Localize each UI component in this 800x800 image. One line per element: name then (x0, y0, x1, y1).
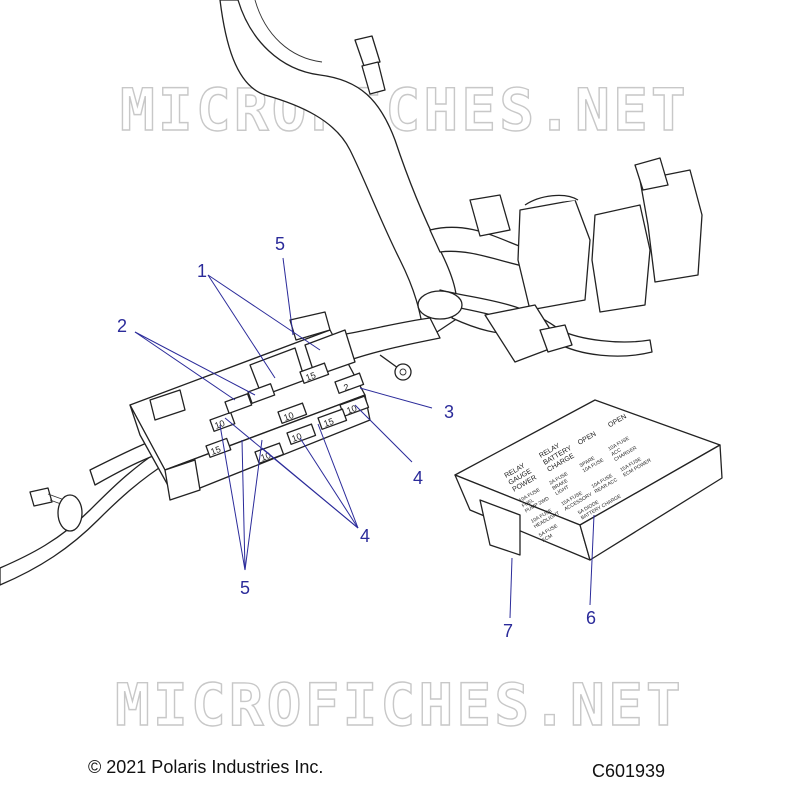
fuse-cover-side (579, 444, 723, 561)
relay-connector-1 (517, 199, 591, 311)
relay-connector-2 (591, 204, 651, 313)
watermark-top: MICROFICHES.NET (120, 76, 689, 144)
harness-connector-top-body (361, 61, 386, 95)
leader-5a (219, 424, 246, 571)
fuse-rating-7: 15 (322, 416, 335, 429)
fuse-rating-3: 10 (282, 410, 295, 423)
leader-2b (134, 331, 256, 396)
callout-7: 7 (503, 621, 513, 641)
leader-7 (509, 557, 513, 619)
callout-3: 3 (444, 402, 454, 422)
leader-1b (207, 274, 321, 351)
callout-1: 1 (197, 261, 207, 281)
fuse-6 (254, 442, 285, 464)
leader-5c (244, 439, 263, 571)
ring-lead (379, 354, 399, 369)
harness-clamp (417, 290, 463, 320)
fuse-cover-latch (479, 499, 521, 556)
watermark-bottom: MICROFICHES.NET (115, 671, 684, 739)
fuse-feed (339, 317, 441, 361)
callout-leaders (134, 257, 595, 619)
leader-2a (134, 331, 236, 401)
ring-terminal-hole (399, 368, 407, 376)
fuse-1 (334, 372, 365, 394)
fuse-rating-2: 10 (345, 403, 358, 416)
fuse-rating-5: 10 (290, 431, 303, 444)
fuse-rating-1: 2 (342, 382, 350, 393)
fuse-rating-9: 15 (209, 444, 222, 457)
fuse-8 (209, 411, 236, 432)
leader-4c (299, 437, 359, 529)
mount-tab-front (164, 459, 201, 501)
leader-3 (359, 387, 433, 409)
callout-5-top: 5 (275, 234, 285, 254)
callout-6: 6 (586, 608, 596, 628)
fuse-rating-4: 15 (304, 370, 317, 383)
figure-id: C601939 (592, 761, 666, 781)
callout-5-bottom: 5 (240, 578, 250, 598)
fuse-5 (286, 423, 317, 445)
harness-connector-mid-plug (539, 324, 573, 353)
leader-6 (589, 514, 595, 606)
fuse-cover: RELAY GAUGE POWER RELAY BATTERY CHARGE O… (454, 399, 723, 561)
relay-connectors (469, 157, 703, 363)
leader-4b (261, 447, 359, 529)
grommet (57, 494, 83, 532)
relay-connector-3 (639, 169, 703, 283)
leader-4-right (354, 404, 413, 463)
copyright-notice: © 2021 Polaris Industries Inc. (88, 757, 324, 777)
decal-line-5b: FUEL (521, 498, 535, 510)
fuse-rating-8: 10 (213, 418, 226, 431)
leader-1a (207, 274, 276, 379)
fuse-4 (299, 362, 330, 384)
relay-connector-3-tab (634, 157, 669, 191)
trunk-edge (254, 0, 323, 63)
diode-2 (247, 383, 276, 404)
callout-4-right: 4 (413, 468, 423, 488)
decal-line-13b: ECM (541, 533, 554, 544)
callout-4-bottom: 4 (360, 526, 370, 546)
leader-5-top (282, 257, 294, 336)
fuse-3 (277, 402, 308, 424)
fuse-block: 2 10 10 15 10 10 15 10 15 (129, 311, 371, 501)
leader-4d (317, 423, 359, 529)
fuse-9 (205, 437, 232, 458)
fuse-block-latch (289, 311, 331, 341)
main-trunk (219, 0, 458, 341)
relay-socket-2 (304, 329, 356, 377)
relay-connector-1-cap (524, 194, 579, 206)
diode-1 (224, 393, 253, 414)
bolt-head (29, 487, 53, 507)
leader-5b (241, 439, 246, 571)
decal-line-8b: ACC (610, 447, 622, 458)
callout-2: 2 (117, 316, 127, 336)
fuse-7 (317, 408, 348, 430)
callout-labels: 1 2 3 4 4 5 5 6 7 (117, 234, 596, 641)
left-cable-lower (0, 449, 169, 586)
harness-connector-top (354, 35, 381, 67)
mount-tab-left (149, 389, 186, 421)
relay-bracket (469, 194, 511, 237)
